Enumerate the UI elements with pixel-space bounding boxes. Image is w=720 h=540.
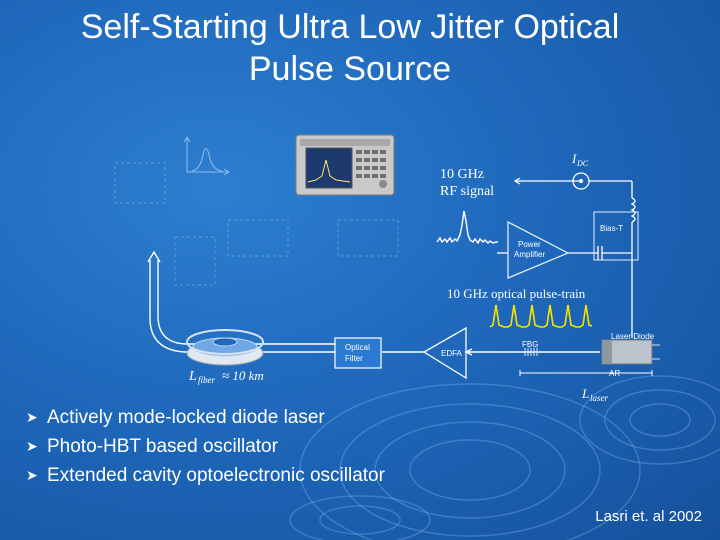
title-line-1: Self-Starting Ultra Low Jitter Optical [80,8,620,46]
rf-signal-label-line-2: RF signal [440,184,494,199]
fbg-label: FBG [522,340,538,349]
fiber-spool-icon [186,329,264,366]
bullet-text: Extended cavity optoelectronic oscillato… [47,465,385,486]
idc-subscript: DC [576,159,589,168]
optical-filter-label-line-2: Filter [345,354,363,363]
bullet-list: ➤ Actively mode-locked diode laser ➤ Pho… [26,403,385,490]
fiber-length-symbol: L [188,369,197,384]
laser-length-bracket [519,370,653,376]
current-source-icon [579,179,583,183]
fiber-length-value: ≈ 10 km [222,368,264,383]
edfa-amplifier [422,326,467,380]
slide-title: Self-Starting Ultra Low Jitter Optical P… [0,6,700,90]
ar-label: AR [609,369,620,378]
laser-diode-icon [601,339,660,365]
spectrum-analyzer-icon [295,134,395,196]
title-line-2: Pulse Source [248,50,452,88]
laser-length-subscript: laser [590,393,608,403]
bullet-text: Actively mode-locked diode laser [47,407,325,428]
laser-length-symbol: L [581,386,589,401]
optical-pulse-train-trace [489,304,593,328]
optical-filter-label-line-1: Optical [345,343,370,352]
fbg-grating [524,348,538,356]
rf-signal-trace [436,210,498,245]
laser-diode-label: Laser Diode [611,332,655,341]
arrow-bullet-icon: ➤ [26,409,38,425]
rf-signal-label-line-1: 10 GHz [440,167,484,182]
bullet-item: ➤ Photo-HBT based oscillator [26,432,385,461]
faint-spectrum-sketch [183,136,230,176]
bullet-item: ➤ Actively mode-locked diode laser [26,403,385,432]
power-amplifier-label-line-2: Amplifier [514,250,545,259]
rf-electrical-wiring [497,172,639,338]
bullet-item: ➤ Extended cavity optoelectronic oscilla… [26,461,385,490]
optical-filter-box [334,337,382,369]
optical-pulse-train-label: 10 GHz optical pulse-train [447,286,586,301]
bias-t-label: Bias-T [600,224,623,233]
fiber-length-subscript: fiber [198,375,215,385]
edfa-label: EDFA [441,349,463,358]
citation: Lasri et. al 2002 [595,508,702,525]
idc-label: I [571,151,577,166]
power-amplifier-label-line-1: Power [518,240,541,249]
arrow-bullet-icon: ➤ [26,467,38,483]
faint-placeholder-boxes [114,162,399,286]
arrow-bullet-icon: ➤ [26,438,38,454]
bullet-text: Photo-HBT based oscillator [47,436,278,457]
